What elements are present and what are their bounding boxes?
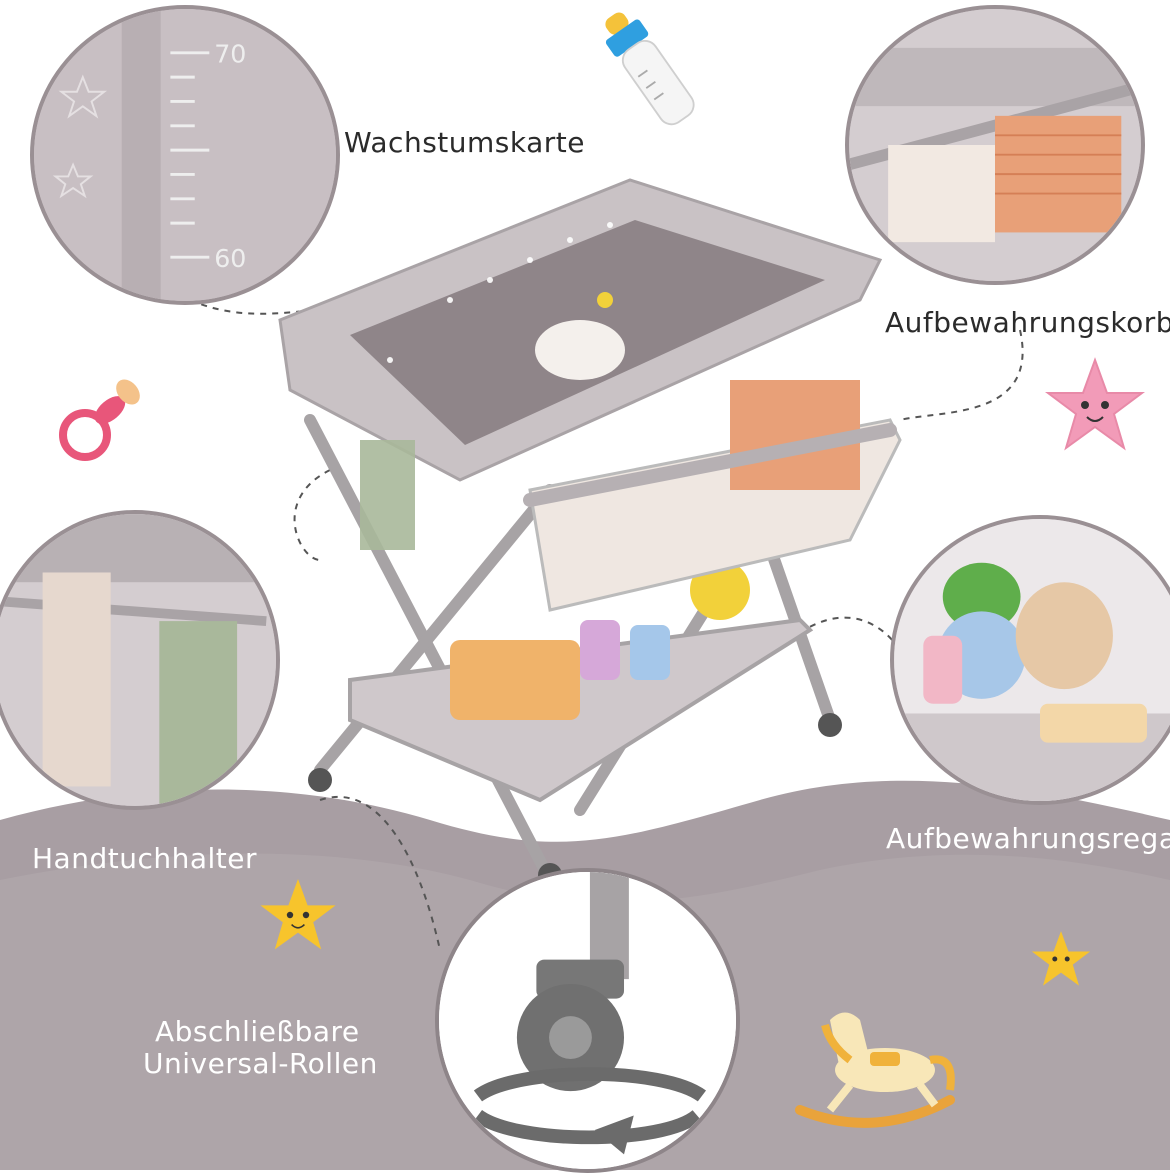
ruler-mark-70: 70 bbox=[214, 40, 246, 69]
storage-basket-detail bbox=[845, 5, 1145, 285]
growth-chart-detail: 70 60 bbox=[30, 5, 340, 305]
star-icon bbox=[260, 879, 336, 950]
label-storage-shelf: Aufbewahrungsregal bbox=[886, 822, 1170, 855]
caster-illustration bbox=[439, 872, 736, 1169]
towel-illustration bbox=[0, 514, 276, 806]
label-storage-basket: Aufbewahrungskorb bbox=[885, 306, 1170, 339]
ruler-mark-60: 60 bbox=[214, 244, 246, 273]
shelf-illustration bbox=[894, 519, 1170, 801]
storage-shelf-detail bbox=[890, 515, 1170, 805]
pacifier-icon bbox=[59, 379, 140, 461]
label-growth-chart: Wachstumskarte bbox=[344, 126, 585, 159]
basket-illustration bbox=[849, 9, 1141, 281]
rocking-horse-icon bbox=[795, 1012, 955, 1128]
star-icon bbox=[1031, 931, 1091, 986]
caster-detail bbox=[435, 868, 740, 1173]
rotate-arrow-icon bbox=[473, 1067, 706, 1155]
baby-bottle-icon bbox=[605, 12, 695, 126]
label-casters-line2: Universal-Rollen bbox=[143, 1047, 378, 1080]
ruler-illustration: 70 60 bbox=[34, 9, 336, 301]
label-towel-holder: Handtuchhalter bbox=[32, 842, 257, 875]
changing-table-illustration bbox=[278, 178, 902, 887]
star-icon bbox=[1045, 357, 1145, 451]
label-casters-line1: Abschließbare bbox=[155, 1015, 360, 1048]
towel-holder-detail bbox=[0, 510, 280, 810]
